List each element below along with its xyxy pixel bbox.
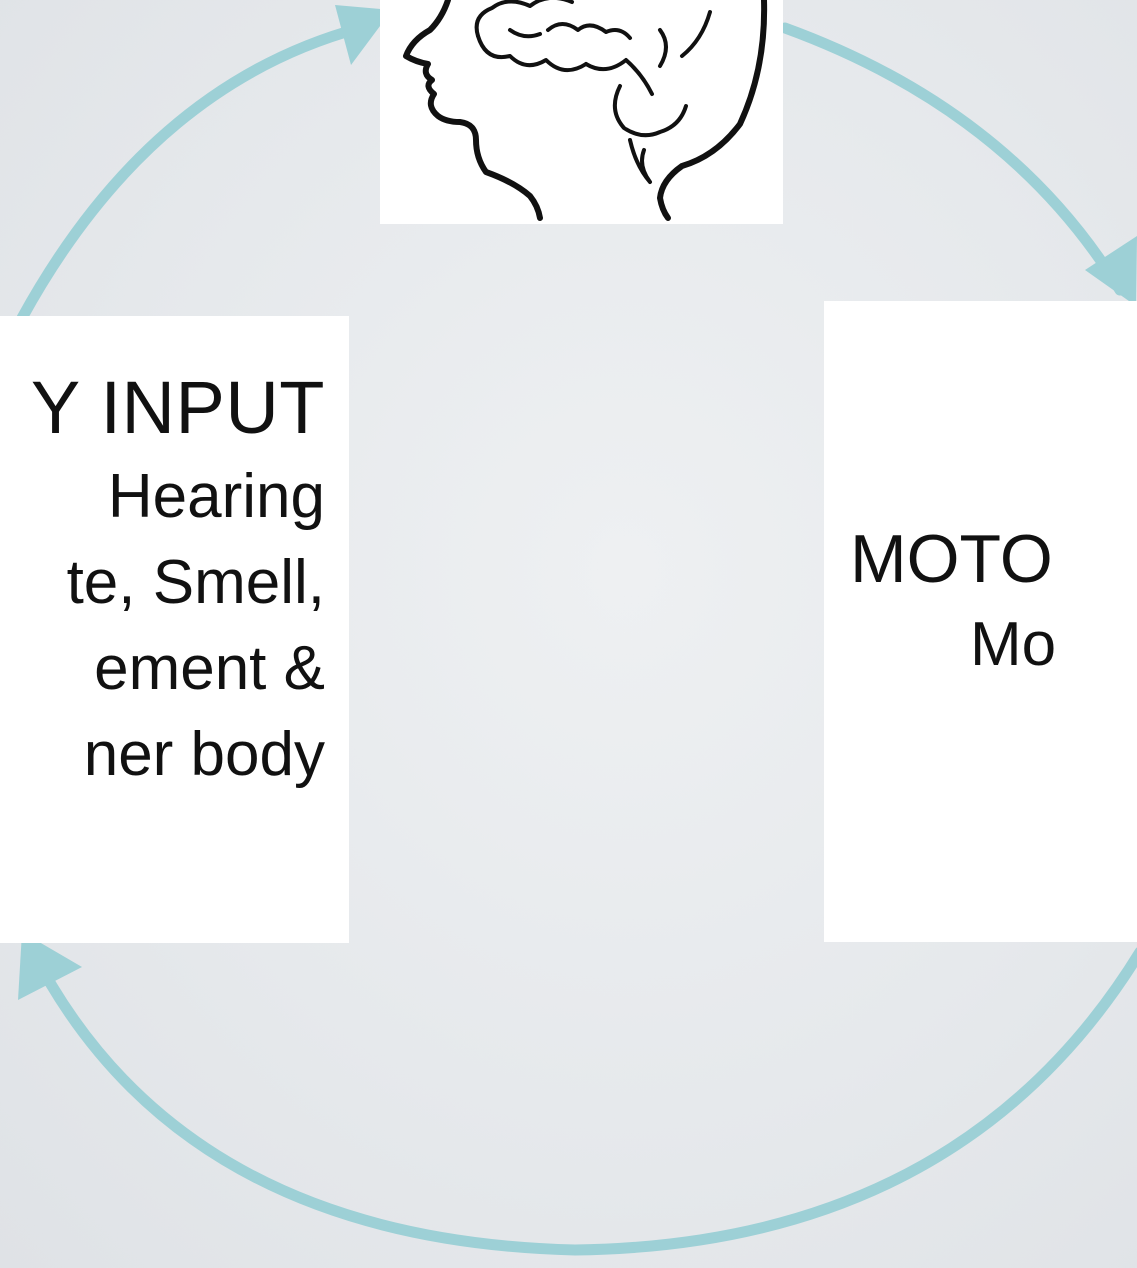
sensory-input-line: ement &: [31, 626, 325, 712]
sensory-input-line: ner body: [31, 712, 325, 798]
brain-head-icon: [380, 0, 783, 224]
brain-node: [380, 0, 783, 224]
sensory-input-line: Hearing: [31, 454, 325, 540]
sensory-input-line: te, Smell,: [31, 540, 325, 626]
motor-output-heading: MOTO: [850, 516, 1056, 602]
motor-output-node: MOTO Mo: [824, 301, 1137, 942]
sensory-input-node: Y INPUT Hearing te, Smell, ement & ner b…: [0, 316, 349, 943]
motor-output-line: Mo: [850, 602, 1056, 688]
arrow-input-to-brain: [22, 28, 360, 318]
sensory-input-heading: Y INPUT: [31, 362, 325, 454]
arrow-motor-to-input: [32, 950, 1137, 1250]
arrow-brain-to-motor: [785, 28, 1120, 290]
motor-output-text: MOTO Mo: [850, 516, 1056, 688]
sensory-input-text: Y INPUT Hearing te, Smell, ement & ner b…: [31, 362, 325, 798]
